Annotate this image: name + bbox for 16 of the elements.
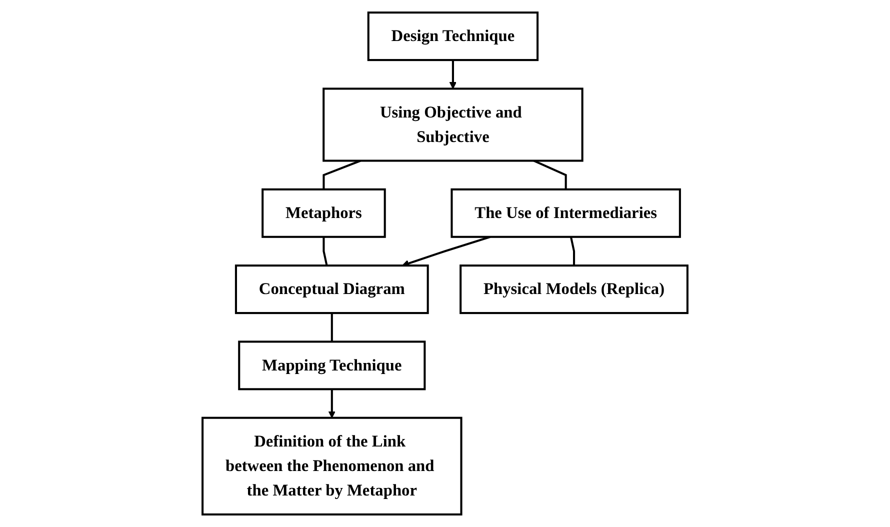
node-box: Conceptual Diagram <box>234 264 429 314</box>
arrow <box>402 236 491 267</box>
connector <box>533 160 567 190</box>
connector <box>322 160 361 190</box>
node-box: Using Objective and Subjective <box>322 88 584 162</box>
connector <box>570 236 576 266</box>
arrow <box>328 389 336 418</box>
arrow <box>449 60 457 90</box>
connector <box>330 313 333 342</box>
connector <box>322 236 328 266</box>
node-box: Physical Models (Replica) <box>460 264 688 314</box>
node-box: Mapping Technique <box>238 340 426 390</box>
node-box: Design Technique <box>367 12 539 62</box>
node-box: Metaphors <box>262 188 386 238</box>
node-box: Definition of the Link between the Phenomenon and the Matter by Metaphor <box>202 416 462 516</box>
node-box: The Use of Intermediaries <box>450 188 681 238</box>
